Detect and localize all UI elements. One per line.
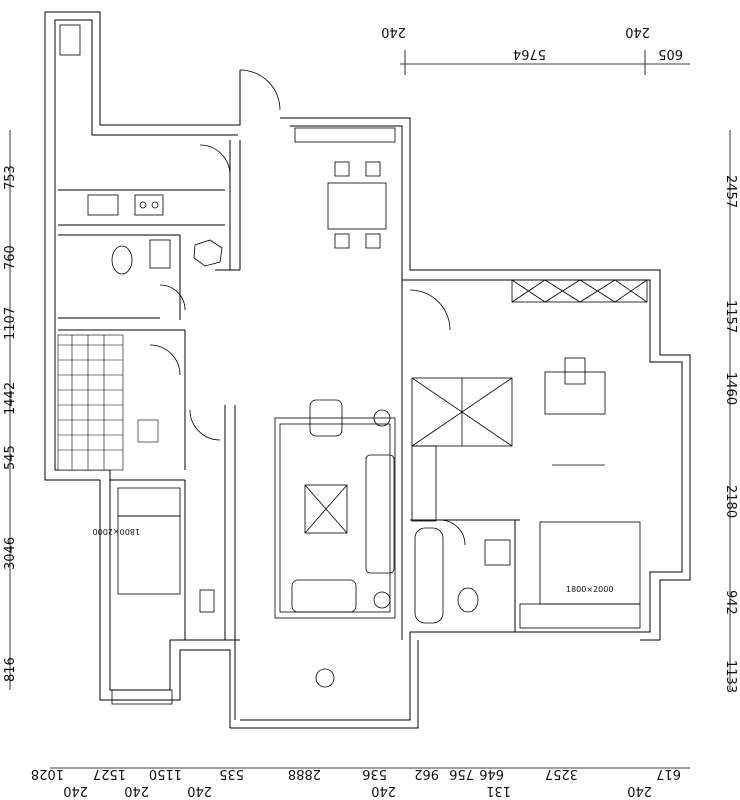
- dim-left-0: 753: [3, 165, 18, 190]
- doors: [149, 69, 466, 546]
- dim-bottom-9: 240: [371, 783, 396, 798]
- dim-bottom-0: 1028: [31, 766, 64, 781]
- dim-left-1: 760: [3, 245, 18, 270]
- dim-right-4: 942: [723, 590, 738, 615]
- dim-left-6: 816: [3, 657, 18, 682]
- dim-top-2: 240: [625, 24, 650, 39]
- dim-bottom-15: 240: [627, 783, 652, 798]
- bed-left-label: 1800×2000: [93, 527, 140, 536]
- dim-bottom-14: 3257: [545, 766, 578, 781]
- living-room: [274, 399, 396, 688]
- kitchen-fixtures: [59, 24, 164, 216]
- dim-bottom-12: 646: [479, 766, 504, 781]
- dim-right-3: 2180: [723, 485, 738, 518]
- bed-right-label: 1800×2000: [566, 585, 613, 594]
- dim-bottom-3: 240: [124, 783, 149, 798]
- dim-bottom-2: 1527: [93, 766, 126, 781]
- dimension-lines: [9, 50, 731, 769]
- dim-right-0: 2457: [723, 175, 738, 208]
- dim-bottom-5: 240: [187, 783, 212, 798]
- dim-left-3: 1442: [3, 382, 18, 415]
- dim-bottom-11: 756: [449, 766, 474, 781]
- dim-bottom-6: 535: [219, 766, 244, 781]
- dim-left-2: 1107: [3, 307, 18, 340]
- dim-right-5: 1133: [723, 660, 738, 693]
- dim-bottom-13: 131: [486, 783, 511, 798]
- hatch-floor: [57, 334, 159, 471]
- dim-left-5: 3046: [3, 537, 18, 570]
- dim-bottom-1: 240: [63, 783, 88, 798]
- dimension-labels: 240 5764 240 605 753 760 1107 1442 545 3…: [3, 24, 738, 798]
- dim-top-3: 605: [658, 46, 683, 61]
- dim-bottom-8: 536: [362, 766, 387, 781]
- dim-top-0: 240: [381, 24, 406, 39]
- dim-right-1: 1157: [723, 300, 738, 333]
- dim-top-1: 5764: [513, 46, 546, 61]
- bedroom-left: [111, 487, 215, 705]
- bath-fixtures: [111, 239, 511, 624]
- walls: [44, 11, 691, 729]
- dim-bottom-4: 1150: [149, 766, 182, 781]
- bedroom-right: [519, 357, 641, 629]
- dining: [294, 127, 396, 249]
- dim-bottom-7: 2888: [288, 766, 321, 781]
- dim-bottom-10: 962: [414, 766, 439, 781]
- wardrobes: [411, 279, 648, 522]
- dim-left-4: 545: [3, 445, 18, 470]
- dim-right-2: 1460: [723, 372, 738, 405]
- dim-bottom-16: 617: [656, 766, 681, 781]
